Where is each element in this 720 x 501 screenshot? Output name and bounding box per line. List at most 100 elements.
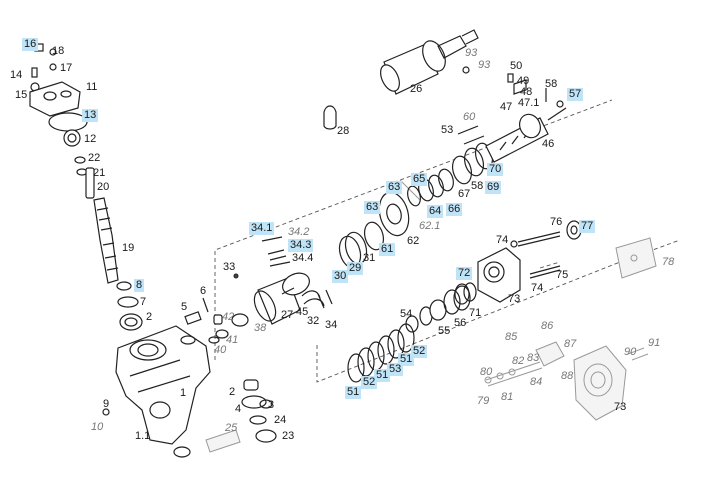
callout-74a: 74: [496, 234, 509, 246]
callout-49: 49: [517, 75, 530, 87]
callout-93b: 93: [478, 59, 491, 71]
callout-88: 88: [561, 370, 574, 382]
callout-86: 86: [541, 320, 554, 332]
callout-65: 65: [411, 173, 428, 186]
callout-6: 6: [200, 285, 207, 297]
callout-27: 27: [281, 309, 294, 321]
callout-87: 87: [564, 338, 577, 350]
bearing-stack-lower: [205, 379, 277, 453]
rotary-valve: [457, 107, 567, 163]
callout-51a: 51: [398, 353, 415, 366]
small-fasteners-left: [102, 297, 209, 416]
callout-83: 83: [527, 352, 540, 364]
callout-91: 91: [648, 337, 661, 349]
callout-23: 23: [282, 430, 295, 442]
callout-26: 26: [410, 83, 423, 95]
callout-20: 20: [97, 181, 110, 193]
callout-81: 81: [501, 391, 514, 403]
piston-ring-stack: [405, 285, 471, 333]
callout-52b: 52: [361, 376, 378, 389]
callout-38: 38: [254, 322, 267, 334]
callout-76: 76: [550, 216, 563, 228]
callout-58a: 58: [471, 180, 484, 192]
seal-ring-group-right: [407, 142, 494, 207]
callout-57: 57: [567, 88, 584, 101]
callout-78: 78: [662, 256, 675, 268]
bolts-right: [510, 220, 582, 279]
callout-15: 15: [15, 89, 28, 101]
callout-62-1: 62.1: [419, 220, 441, 232]
callout-60: 60: [463, 111, 476, 123]
callout-75: 75: [556, 269, 569, 281]
callout-63b: 63: [364, 201, 381, 214]
callout-53: 53: [441, 124, 454, 136]
callout-71: 71: [469, 307, 482, 319]
callout-61: 61: [379, 243, 396, 256]
callout-1: 1: [180, 387, 187, 399]
callout-58b: 58: [545, 78, 558, 90]
callout-3: 3: [268, 399, 275, 411]
callout-25: 25: [225, 422, 238, 434]
callout-34: 34: [325, 319, 338, 331]
callout-2a: 2: [146, 311, 153, 323]
callout-11: 11: [86, 81, 98, 93]
callout-48: 48: [520, 86, 533, 98]
callout-34-3: 34.3: [288, 239, 314, 252]
callout-64: 64: [427, 205, 444, 218]
piston-assembly: [253, 272, 310, 325]
callout-31: 31: [363, 252, 376, 264]
callout-62: 62: [407, 235, 420, 247]
callout-16: 16: [22, 38, 39, 51]
callout-17: 17: [60, 62, 73, 74]
callout-67: 67: [458, 188, 471, 200]
callout-7: 7: [140, 296, 147, 308]
callout-51c: 51: [345, 386, 362, 399]
callout-5: 5: [181, 301, 188, 313]
callout-8: 8: [134, 279, 145, 292]
callout-34-2: 34.2: [288, 226, 310, 238]
callout-82: 82: [512, 355, 525, 367]
callout-30: 30: [332, 270, 349, 283]
end-cover-right: [454, 247, 521, 305]
callout-33: 33: [223, 261, 236, 273]
sector-shaft-parts: [208, 273, 249, 344]
callout-69: 69: [485, 181, 502, 194]
callout-70: 70: [487, 163, 504, 176]
callout-74b: 74: [531, 282, 544, 294]
callout-28: 28: [337, 125, 350, 137]
assembly-guide-lines: [214, 99, 681, 383]
callout-41: 41: [226, 334, 239, 346]
callout-85: 85: [505, 331, 518, 343]
callout-32: 32: [307, 315, 320, 327]
ball-return-parts: [301, 289, 333, 309]
callout-63a: 63: [386, 181, 403, 194]
callout-73a: 73: [508, 293, 521, 305]
callout-47-1: 47.1: [518, 97, 540, 109]
callout-56: 56: [454, 317, 467, 329]
callout-54: 54: [400, 308, 413, 320]
callout-80: 80: [480, 366, 493, 378]
callout-14: 14: [10, 69, 23, 81]
callout-90: 90: [624, 346, 637, 358]
callout-73b: 73: [614, 401, 627, 413]
callout-47: 47: [500, 101, 513, 113]
callout-24: 24: [274, 414, 287, 426]
callout-2b: 2: [229, 386, 236, 398]
callout-9: 9: [103, 398, 110, 410]
bearing-stack-left: [116, 281, 143, 331]
callout-42: 42: [222, 311, 235, 323]
callout-93a: 93: [465, 47, 478, 59]
spring-parts: [261, 236, 291, 267]
callout-29: 29: [347, 262, 364, 275]
seal-ring-group-center: [338, 179, 421, 269]
callout-4: 4: [235, 403, 242, 415]
callout-40: 40: [214, 344, 227, 356]
callout-79: 79: [477, 395, 490, 407]
callout-52a: 52: [411, 345, 428, 358]
callout-45: 45: [296, 306, 309, 318]
callout-34-4: 34.4: [292, 252, 314, 264]
callout-21: 21: [93, 167, 106, 179]
callout-46: 46: [542, 138, 555, 150]
bracket-78: [615, 237, 657, 279]
